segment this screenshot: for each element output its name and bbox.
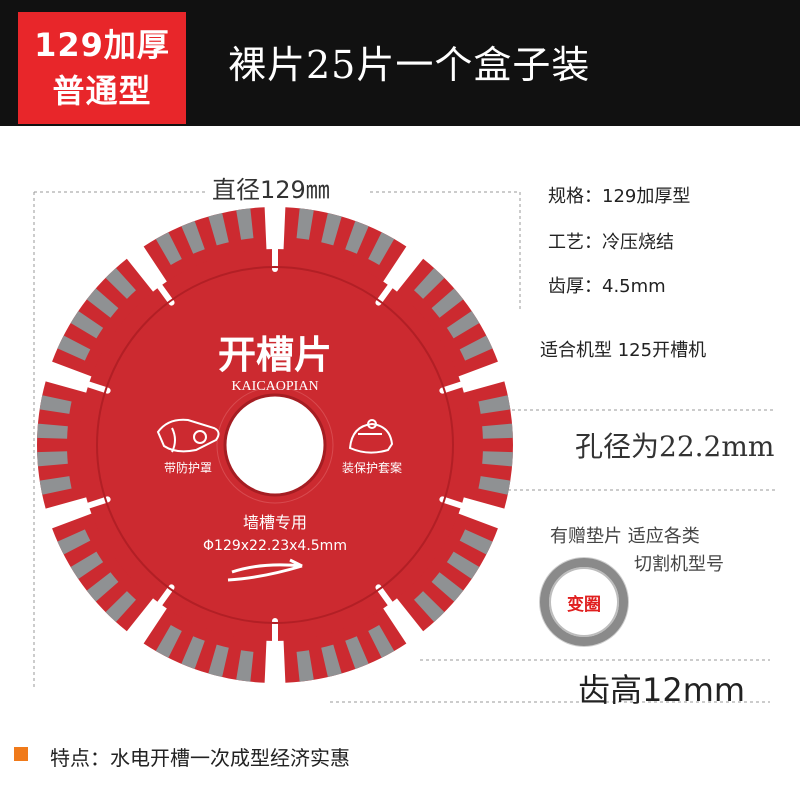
spec-tooth-thickness: 齿厚：4.5mm — [548, 276, 666, 297]
blade-segment — [143, 207, 267, 287]
diamond-tooth — [478, 395, 511, 414]
diamond-tooth — [431, 288, 464, 318]
gift-line-1: 有赠垫片 适应各类 — [550, 526, 700, 547]
diamond-tooth — [105, 267, 136, 299]
diamond-tooth — [345, 220, 369, 254]
adapter-ring-label: 变圈 — [567, 594, 601, 615]
diamond-tooth — [208, 644, 229, 678]
diamond-tooth — [181, 636, 205, 670]
spec-size: 规格：129加厚型 — [548, 186, 691, 207]
product-type-badge: 129加厚 普通型 — [18, 12, 186, 124]
diamond-tooth — [155, 232, 182, 265]
diamond-tooth — [70, 551, 104, 580]
diamond-tooth — [482, 451, 513, 467]
feature-bullet-icon — [14, 747, 28, 761]
diamond-tooth — [296, 208, 314, 240]
diamond-tooth — [296, 650, 314, 682]
lightning-mark-icon — [227, 558, 303, 582]
diamond-tooth — [86, 288, 119, 318]
diamond-tooth — [181, 220, 205, 254]
diamond-tooth — [459, 529, 493, 555]
diamond-tooth — [321, 644, 342, 678]
left-icon-caption: 带防护罩 — [164, 460, 212, 475]
blade-segment — [143, 603, 267, 683]
blade-usage: 墙槽专用 — [243, 513, 307, 532]
diamond-tooth — [414, 267, 445, 299]
diamond-tooth — [39, 476, 72, 495]
diamond-tooth — [446, 310, 480, 339]
diamond-tooth — [368, 625, 395, 658]
cooling-slot — [375, 584, 395, 609]
diamond-tooth — [368, 232, 395, 265]
spec-process: 工艺：冷压烧结 — [548, 232, 674, 253]
hole-diameter-label: 孔径为22.2mm — [575, 430, 775, 463]
badge-line-1: 129加厚 — [34, 26, 170, 64]
cooling-slot — [439, 380, 467, 394]
cooling-slot — [375, 281, 395, 306]
cooling-slot — [155, 281, 175, 306]
blade-segment — [283, 207, 407, 287]
diamond-tooth — [236, 208, 254, 240]
spec-compatible-machine: 适合机型 125开槽机 — [540, 340, 707, 361]
blade-segment — [458, 381, 513, 509]
blade-size: Φ129x22.23x4.5mm — [203, 538, 347, 554]
diamond-tooth — [236, 650, 254, 682]
diamond-tooth — [86, 572, 119, 602]
cooling-slot — [155, 584, 175, 609]
saw-blade: 开槽片 KAICAOPIAN 带防护罩 装保护套案 墙槽专用 Φ129x22.2… — [36, 207, 513, 683]
right-icon-caption: 装保护套案 — [342, 460, 402, 475]
diamond-tooth — [208, 212, 229, 246]
diamond-tooth — [70, 310, 104, 339]
gift-line-2: 切割机型号 — [634, 554, 724, 575]
diamond-tooth — [37, 423, 68, 439]
cooling-slot — [83, 380, 111, 394]
header-title: 裸片25片一个盒子装 — [228, 43, 591, 87]
diamond-tooth — [321, 212, 342, 246]
diamond-tooth — [414, 591, 445, 623]
diamond-tooth — [482, 423, 513, 439]
blade-segment — [36, 381, 92, 509]
diamond-tooth — [478, 476, 511, 495]
diamond-tooth — [345, 636, 369, 670]
badge-line-2: 普通型 — [52, 72, 152, 110]
grinder-cover-icon — [348, 419, 394, 454]
diamond-tooth — [105, 591, 136, 623]
diamond-tooth — [431, 572, 464, 602]
feature-text: 特点：水电开槽一次成型经济实惠 — [50, 746, 350, 770]
grinder-guard-icon — [156, 418, 220, 453]
cooling-slot — [83, 496, 111, 510]
blade-brand-cn: 开槽片 — [218, 332, 332, 377]
diamond-tooth — [57, 529, 91, 555]
diameter-label: 直径129㎜ — [212, 176, 330, 204]
blade-brand-en: KAICAOPIAN — [231, 379, 318, 394]
cooling-slot — [439, 496, 467, 510]
adapter-ring: 变圈 — [540, 558, 628, 646]
header-bar: 129加厚 普通型 裸片25片一个盒子装 — [0, 0, 800, 126]
arbor-hole — [223, 393, 327, 497]
tooth-height-label: 齿高12mm — [578, 671, 746, 709]
diamond-tooth — [37, 451, 68, 467]
diamond-tooth — [459, 335, 493, 361]
diamond-tooth — [155, 625, 182, 658]
diamond-tooth — [446, 551, 480, 580]
diamond-tooth — [39, 395, 72, 414]
blade-segment — [283, 603, 407, 683]
diamond-tooth — [57, 335, 91, 361]
